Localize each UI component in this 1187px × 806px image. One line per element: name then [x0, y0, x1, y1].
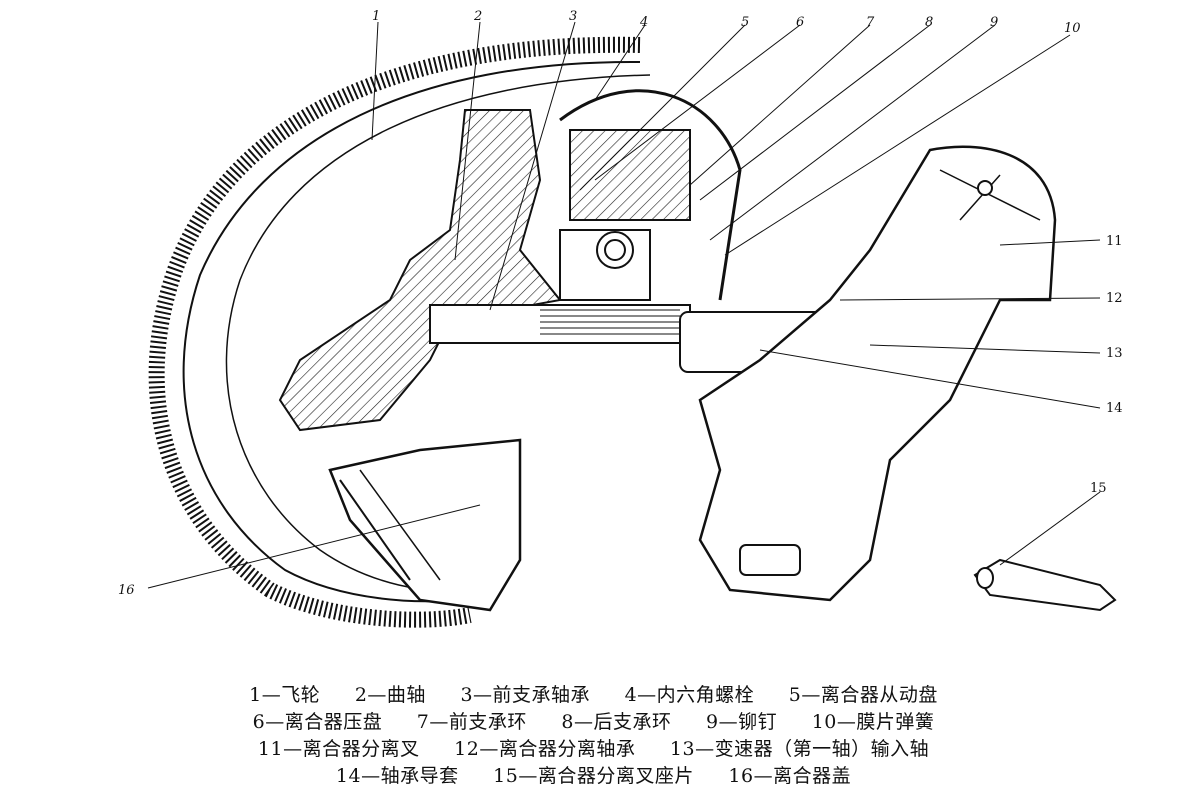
- legend-line: 6—离合器压盘 7—前支承环 8—后支承环 9—铆钉 10—膜片弹簧: [0, 709, 1187, 736]
- callout-5: 5: [741, 15, 749, 30]
- legend-item: 16—离合器盖: [728, 765, 852, 787]
- legend-item: 10—膜片弹簧: [811, 711, 935, 733]
- callout-16: 16: [118, 583, 135, 598]
- legend-line: 14—轴承导套 15—离合器分离叉座片 16—离合器盖: [0, 763, 1187, 790]
- clutch-cutaway-diagram: 1 2 3 4 5 6 7 8 9 10 11 12 13 14 15 16: [118, 9, 1123, 628]
- legend-item: 4—内六角螺栓: [624, 684, 755, 706]
- callout-numbers: 1 2 3 4 5 6 7 8 9 10 11 12 13 14 15 16: [118, 9, 1123, 598]
- callout-14: 14: [1106, 401, 1123, 416]
- callout-9: 9: [990, 15, 998, 30]
- clutch-pack: [559, 89, 742, 301]
- legend-item: 7—前支承环: [416, 711, 527, 733]
- callout-1: 1: [372, 9, 380, 24]
- legend-item: 14—轴承导套: [335, 765, 459, 787]
- legend-item: 6—离合器压盘: [252, 711, 383, 733]
- legend-item: 13—变速器（第一轴）输入轴: [669, 738, 930, 760]
- release-fork: [698, 145, 1057, 602]
- legend-item: 11—离合器分离叉: [257, 738, 420, 760]
- flywheel: [148, 36, 651, 628]
- callout-3: 3: [569, 9, 577, 24]
- fork-seat-part: [973, 558, 1117, 612]
- callout-11: 11: [1106, 234, 1123, 249]
- legend-line: 1—飞轮 2—曲轴 3—前支承轴承 4—内六角螺栓 5—离合器从动盘: [0, 682, 1187, 709]
- legend-item: 1—飞轮: [249, 684, 321, 706]
- legend-item: 2—曲轴: [354, 684, 426, 706]
- leader-lines: [147, 21, 1101, 589]
- legend-item: 12—离合器分离轴承: [454, 738, 636, 760]
- callout-2: 2: [473, 9, 482, 24]
- legend-item: 8—后支承环: [561, 711, 672, 733]
- crankshaft: [278, 109, 562, 432]
- legend-item: 15—离合器分离叉座片: [493, 765, 694, 787]
- callout-10: 10: [1064, 21, 1081, 36]
- clutch-cover: [328, 438, 522, 612]
- callout-6: 6: [796, 15, 804, 30]
- callout-12: 12: [1106, 291, 1123, 306]
- callout-4: 4: [639, 15, 648, 30]
- legend-item: 3—前支承轴承: [460, 684, 591, 706]
- callout-13: 13: [1106, 346, 1123, 361]
- callout-15: 15: [1090, 481, 1107, 496]
- callout-7: 7: [866, 15, 875, 30]
- parts-legend: 1—飞轮 2—曲轴 3—前支承轴承 4—内六角螺栓 5—离合器从动盘 6—离合器…: [0, 682, 1187, 790]
- callout-8: 8: [925, 15, 933, 30]
- legend-item: 9—铆钉: [706, 711, 778, 733]
- legend-line: 11—离合器分离叉 12—离合器分离轴承 13—变速器（第一轴）输入轴: [0, 736, 1187, 763]
- legend-item: 5—离合器从动盘: [788, 684, 938, 706]
